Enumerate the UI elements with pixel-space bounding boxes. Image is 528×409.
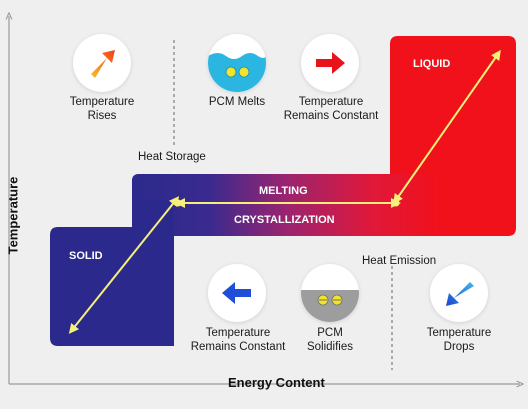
liquid-label: LIQUID <box>413 58 451 70</box>
solid-riser <box>132 200 174 346</box>
transition-point-left <box>174 199 182 207</box>
transition-point-right <box>392 199 400 207</box>
temperature-constant-top-icon <box>301 34 359 92</box>
crystallization-label: CRYSTALLIZATION <box>234 214 335 226</box>
liquid-heating-arrow <box>393 49 501 205</box>
temperature-drops-text: Temperature Drops <box>426 327 492 353</box>
temperature-constant-bottom-text: Temperature Remains Constant <box>190 327 286 353</box>
temperature-constant-top-text: Temperature Remains Constant <box>283 96 379 122</box>
y-axis-title: Temperature <box>5 176 21 255</box>
solid-heating-arrow <box>68 196 180 334</box>
temperature-drops-icon <box>430 264 488 322</box>
x-axis-title: Energy Content <box>228 375 325 390</box>
pcm-solidifies-text: PCM Solidifies <box>306 327 354 353</box>
solid-label: SOLID <box>69 250 103 262</box>
pcm-melts-text: PCM Melts <box>208 96 266 108</box>
heat-emission-label: Heat Emission <box>362 255 437 267</box>
pcm-solidifies-icon <box>301 264 359 322</box>
melting-label: MELTING <box>259 185 308 197</box>
heat-storage-label: Heat Storage <box>138 151 206 163</box>
pcm-melts-icon <box>208 34 266 92</box>
solid-block <box>50 227 140 346</box>
temperature-rises-icon <box>73 34 131 92</box>
temperature-constant-bottom-icon <box>208 264 266 322</box>
temperature-rises-text: Temperature Rises <box>69 96 135 122</box>
